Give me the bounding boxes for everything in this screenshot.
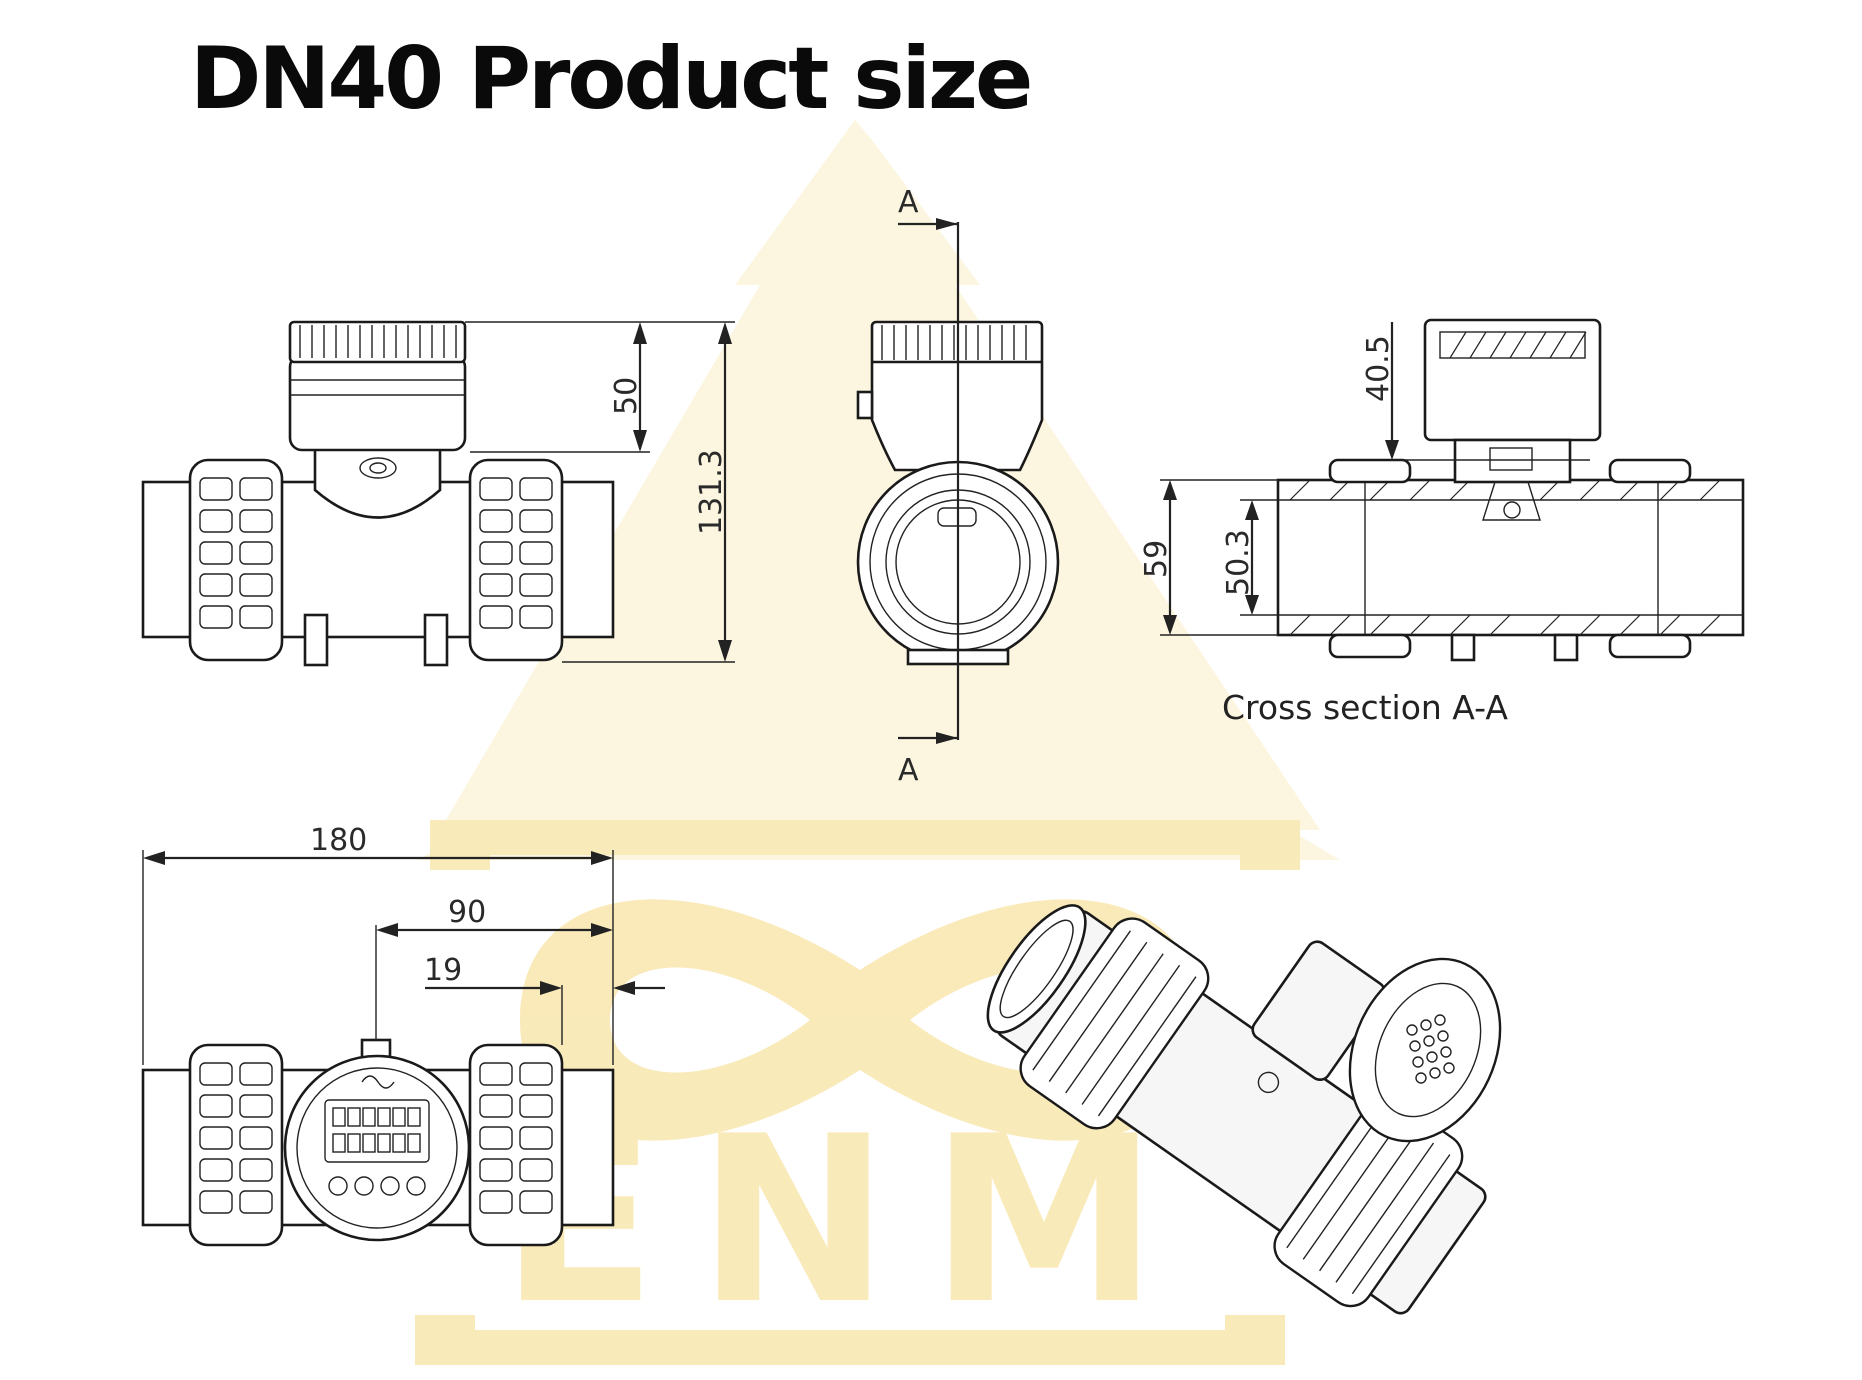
cross-section-view — [1160, 318, 1745, 662]
section-mark-top: A — [898, 185, 919, 220]
front-view — [141, 320, 735, 667]
dim-thread-length: 19 — [424, 953, 462, 988]
cross-section-caption: Cross section A-A — [1222, 688, 1508, 727]
dim-inner-diameter: 50.3 — [1221, 529, 1256, 596]
section-mark-bottom: A — [898, 753, 919, 788]
dim-half-length: 90 — [448, 895, 486, 930]
top-view — [141, 850, 665, 1247]
dim-total-height: 131.3 — [694, 449, 729, 535]
dim-top-to-axis: 40.5 — [1361, 335, 1396, 402]
isometric-view — [986, 904, 1502, 1315]
side-view — [856, 218, 1060, 744]
dim-outer-diameter: 59 — [1139, 540, 1174, 578]
dim-length: 180 — [310, 823, 367, 858]
page-title: DN40 Product size — [190, 29, 1033, 129]
dim-cap-height: 50 — [609, 377, 644, 415]
